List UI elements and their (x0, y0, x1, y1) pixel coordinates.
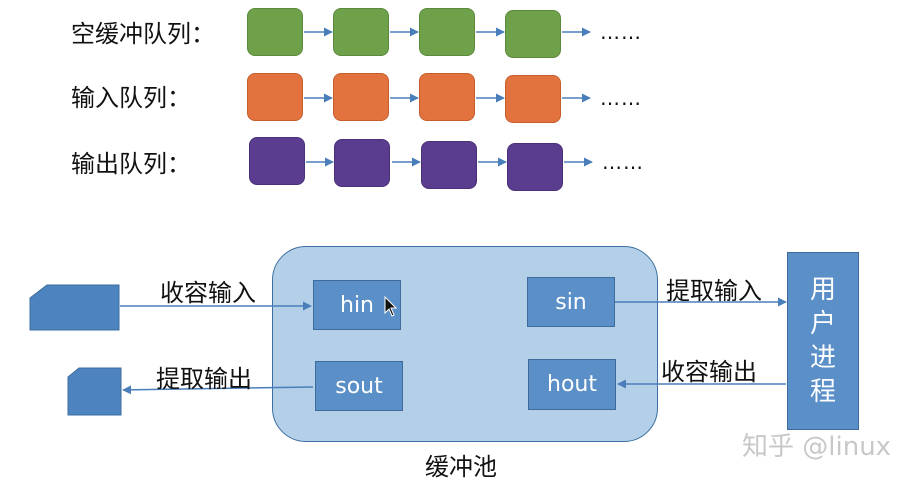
input-queue-ellipsis: …… (600, 86, 642, 110)
user-process: 用 户 进 程 (787, 252, 859, 430)
empty-buffer-4 (505, 10, 561, 58)
input-queue-label: 输入队列： (71, 84, 191, 112)
sout-buffer: sout (315, 361, 403, 411)
queue-arrows (304, 27, 593, 167)
buffer-pool-caption: 缓冲池 (425, 453, 497, 481)
collect-output-label: 收容输出 (661, 358, 757, 386)
extract-input-label: 提取输入 (666, 277, 762, 305)
empty-buffer-1 (247, 8, 303, 56)
output-buffer-3 (421, 141, 477, 189)
sin-buffer: sin (527, 277, 615, 327)
empty-queue-ellipsis: …… (600, 20, 642, 44)
input-buffer-4 (505, 75, 561, 123)
empty-buffer-2 (333, 8, 389, 56)
user-process-char-4: 程 (809, 377, 836, 407)
watermark: 知乎 @linux (742, 432, 892, 462)
empty-queue-label: 空缓冲队列： (71, 20, 215, 48)
flow-arrows (29, 284, 787, 416)
input-buffer-3 (419, 73, 475, 121)
hin-buffer: hin (313, 280, 401, 330)
hout-buffer: hout (528, 359, 616, 410)
output-buffer-4 (507, 143, 563, 191)
user-process-char-3: 进 (809, 343, 836, 373)
output-buffer-1 (249, 137, 305, 185)
input-buffer-1 (247, 73, 303, 121)
output-buffer-2 (334, 139, 390, 187)
collect-input-label: 收容输入 (160, 279, 256, 307)
input-device (29, 284, 120, 331)
mouse-pointer-icon (384, 296, 398, 317)
output-device (67, 367, 122, 416)
user-process-char-2: 户 (809, 309, 836, 339)
empty-buffer-3 (419, 8, 475, 56)
input-buffer-2 (333, 73, 389, 121)
output-queue-label: 输出队列： (71, 150, 191, 178)
extract-output-label: 提取输出 (156, 365, 252, 393)
user-process-char-1: 用 (809, 275, 836, 305)
output-queue-ellipsis: …… (602, 150, 644, 174)
